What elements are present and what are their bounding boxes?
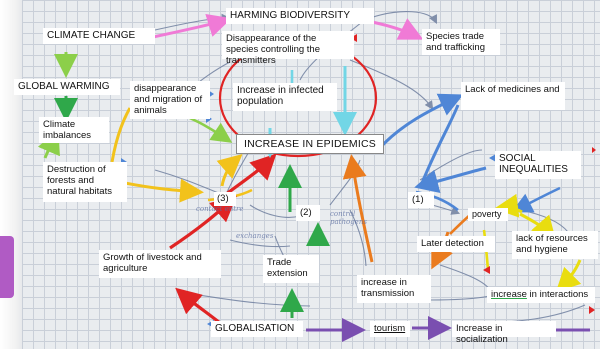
node-species-trade: Species trade and trafficking — [422, 29, 500, 55]
node-globalisation: GLOBALISATION — [211, 321, 303, 337]
node-increase-transmission: increase in transmission — [357, 275, 431, 303]
increase-underlined: increase — [491, 289, 527, 300]
node-increase-interactions: increase in interactions — [487, 287, 595, 303]
node-global-warming: GLOBAL WARMING — [14, 79, 120, 95]
handwritten-note: exchanges — [236, 232, 274, 240]
node-growth-livestock: Growth of livestock and agriculture — [99, 250, 221, 278]
purple-bookmark-tab — [0, 236, 14, 298]
node-poverty: poverty — [468, 208, 508, 221]
node-lack-medicines: Lack of medicines and — [461, 82, 565, 110]
node-increase-epidemics: INCREASE IN EPIDEMICS — [236, 134, 384, 154]
node-disappearance-species: Disappearance of the species controlling… — [222, 31, 354, 66]
handwritten-note: control pathogens — [330, 210, 367, 226]
label-2: (2) — [296, 205, 320, 221]
in-interactions: in interactions — [526, 289, 589, 300]
node-later-detection: Later detection — [417, 236, 495, 252]
node-social-inequalities: SOCIAL INEQUALITIES — [495, 151, 581, 179]
node-increase-infected: Increase in infected population — [233, 83, 337, 111]
node-increase-socialization: Increase in socialization — [452, 321, 556, 345]
label-1: (1) — [408, 192, 434, 208]
node-tourism: tourism — [370, 321, 410, 337]
handwritten-note: contact entre — [196, 205, 244, 213]
node-climate-imbalances: Climate imbalances — [39, 117, 109, 143]
node-climate-change: CLIMATE CHANGE — [43, 28, 155, 44]
node-trade-extension: Trade extension — [263, 255, 319, 283]
node-lack-resources: lack of resources and hygiene — [512, 231, 598, 259]
node-disappearance-migration: disappearance and migration of animals — [130, 81, 210, 119]
label-3: (3) — [214, 192, 236, 206]
node-harming-biodiversity: HARMING BIODIVERSITY — [226, 8, 374, 24]
node-destruction-forests: Destruction of forests and natural habit… — [43, 162, 127, 202]
